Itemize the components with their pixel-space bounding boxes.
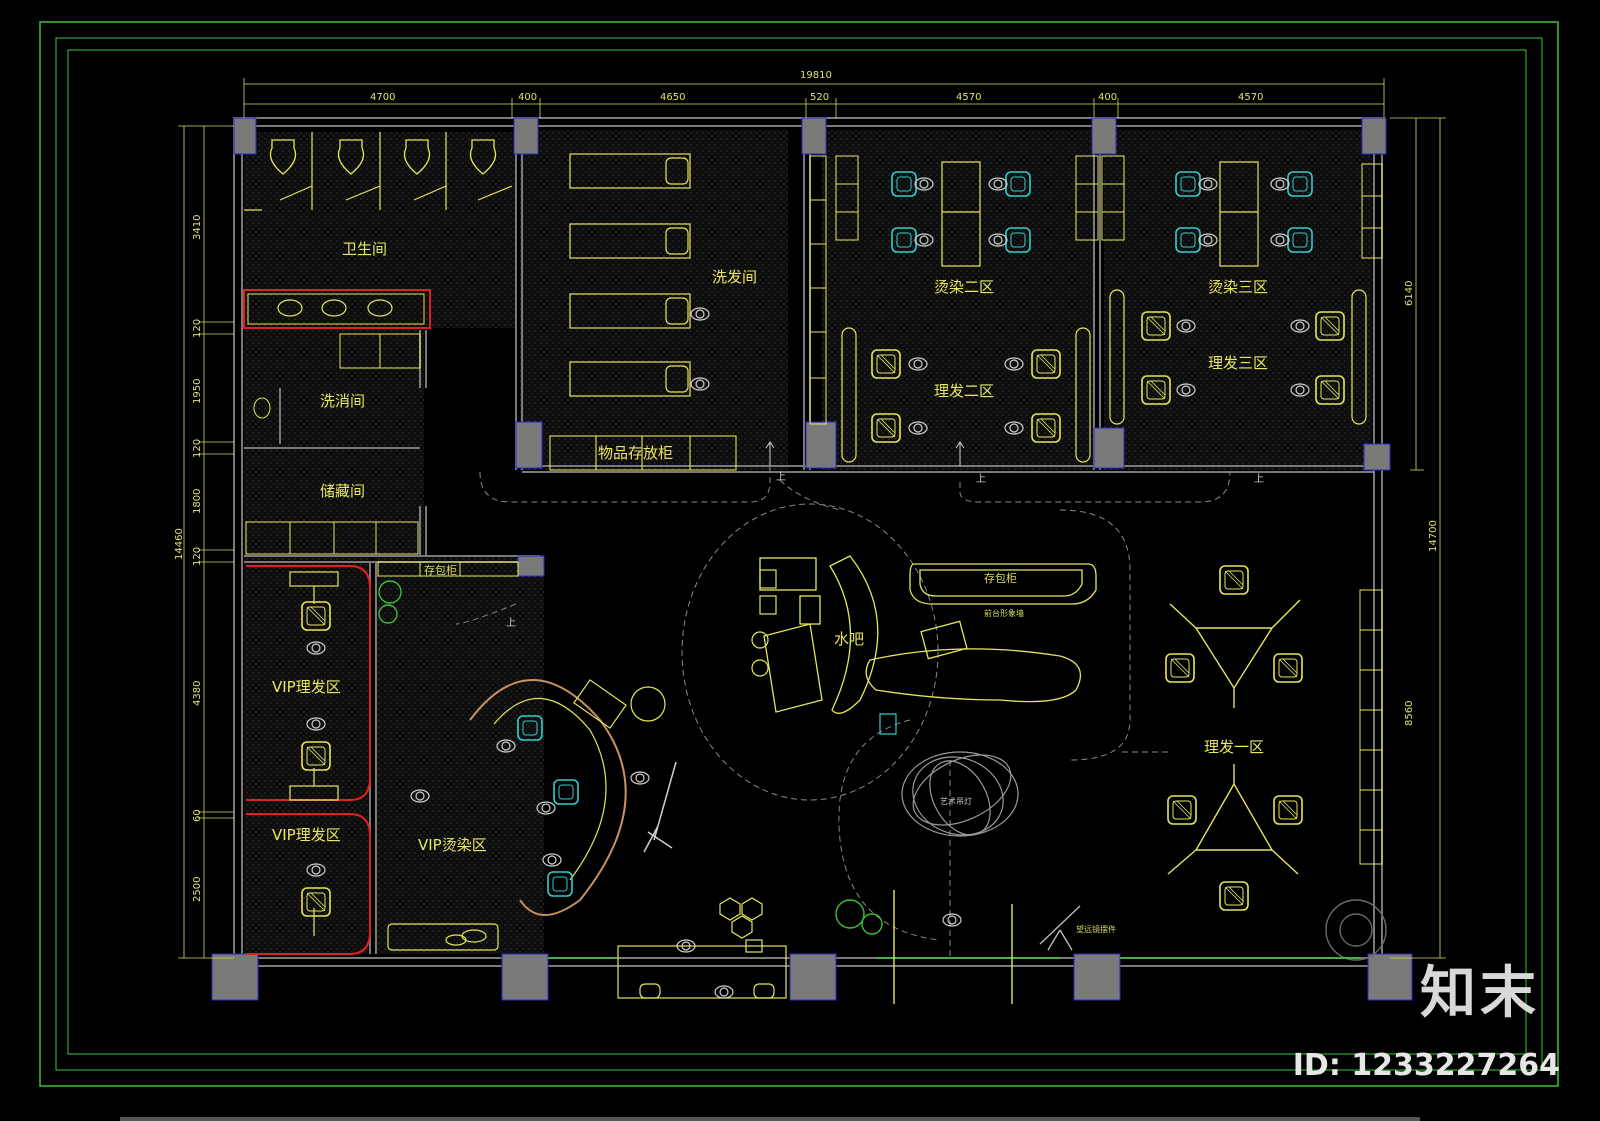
dim-left-4: 120 xyxy=(192,439,203,458)
dim-left-3: 1950 xyxy=(192,379,203,404)
dim-right-total: 14700 xyxy=(1428,520,1439,552)
haircut1-station-a xyxy=(1169,599,1301,708)
corridor-floor xyxy=(244,328,424,556)
label-storage: 储藏间 xyxy=(320,482,365,500)
dim-left-5: 1800 xyxy=(192,489,203,514)
telescope-ornament xyxy=(1039,905,1081,951)
dim-top-6: 400 xyxy=(1098,92,1117,103)
label-water-bar: 水吧 xyxy=(834,630,864,648)
circulation-paths xyxy=(455,442,1231,960)
entrance-door-frames xyxy=(893,890,1013,1004)
brand-watermark: 知末 xyxy=(1420,961,1540,1026)
plant-vip xyxy=(378,580,402,624)
plant-entrance xyxy=(835,899,883,935)
dim-right-lower: 8560 xyxy=(1404,701,1415,726)
plant-corner xyxy=(1325,899,1387,961)
zone3-shelves xyxy=(1075,155,1383,259)
wash-beds xyxy=(569,153,691,397)
dim-left-1: 3410 xyxy=(192,215,203,240)
vip-stations xyxy=(289,571,339,936)
bag-cabinet-counter xyxy=(909,563,1097,605)
label-vip-haircut-1: VIP理发区 xyxy=(272,678,341,696)
structural-columns xyxy=(211,117,1413,1001)
haircut1-station-b xyxy=(1167,764,1299,875)
dim-left-7: 4380 xyxy=(192,681,203,706)
dim-top-2: 400 xyxy=(518,92,537,103)
dim-left-total: 14460 xyxy=(174,528,185,560)
floor-lamp xyxy=(643,761,677,853)
disinfection-cabinets xyxy=(253,333,421,419)
dim-right-top: 6140 xyxy=(1404,281,1415,306)
label-art-chandelier: 艺术吊灯 xyxy=(940,796,972,806)
up-label-4: 上 xyxy=(506,617,516,629)
round-table-vip xyxy=(630,686,666,722)
dim-top-3: 4650 xyxy=(660,92,685,103)
outer-frame xyxy=(39,21,1559,1087)
label-bag-cabinet-small: 存包柜 xyxy=(424,563,457,577)
dimension-lines xyxy=(178,78,1446,959)
up-label-3: 上 xyxy=(1254,473,1264,485)
vip-dye-counter xyxy=(469,679,627,916)
plan-frame xyxy=(67,49,1527,1055)
item-storage-cabinet xyxy=(549,435,737,471)
dim-left-8: 60 xyxy=(192,809,203,822)
label-perm-dye-2: 烫染二区 xyxy=(934,278,994,296)
washbasin-counter xyxy=(243,289,431,329)
up-arrows xyxy=(765,441,965,466)
haircut1-right-shelf xyxy=(1359,589,1383,865)
zone2-dye-table xyxy=(941,161,981,267)
label-front-desk-wall: 前台形象墙 xyxy=(984,608,1024,618)
label-landscape-ornament: 望远镜摆件 xyxy=(1076,924,1116,934)
toilets xyxy=(269,139,497,175)
label-haircut-1: 理发一区 xyxy=(1204,738,1264,756)
inner-frame xyxy=(55,37,1543,1071)
label-item-cabinet: 物品存放柜 xyxy=(598,444,673,462)
zone3-dye-table xyxy=(1219,161,1259,267)
dim-top-1: 4700 xyxy=(370,92,395,103)
up-label-2: 上 xyxy=(976,473,986,485)
bottom-bar xyxy=(120,1117,1420,1121)
storage-shelves xyxy=(245,521,419,555)
zone3-mirror-stations xyxy=(1109,289,1367,425)
reception-desk xyxy=(865,620,1081,703)
vip-dye-floor xyxy=(374,556,544,954)
entrance-bench xyxy=(617,897,787,999)
label-haircut-2: 理发二区 xyxy=(934,382,994,400)
dim-top-5: 4570 xyxy=(956,92,981,103)
dim-top-4: 520 xyxy=(810,92,829,103)
label-haircut-3: 理发三区 xyxy=(1208,354,1268,372)
bag-cabinet-small-shelf xyxy=(377,561,519,577)
zone2-shelves xyxy=(809,155,859,425)
dim-top-7: 4570 xyxy=(1238,92,1263,103)
label-bag-cabinet: 存包柜 xyxy=(984,571,1017,585)
label-wash-hair: 洗发间 xyxy=(712,268,757,286)
label-perm-dye-3: 烫染三区 xyxy=(1208,278,1268,296)
dim-left-2: 120 xyxy=(192,319,203,338)
image-id-watermark: ID: 1233227264 xyxy=(1292,1048,1560,1083)
dim-left-9: 2500 xyxy=(192,877,203,902)
label-vip-perm-dye: VIP烫染区 xyxy=(418,836,487,854)
vip-room-outlines xyxy=(246,565,371,955)
up-label-1: 上 xyxy=(776,471,786,483)
dim-left-6: 120 xyxy=(192,547,203,566)
art-chandelier xyxy=(901,751,1019,837)
label-vip-haircut-2: VIP理发区 xyxy=(272,826,341,844)
water-bar-stools xyxy=(751,569,777,677)
vip-sofa xyxy=(387,923,499,951)
toilet-stalls xyxy=(244,132,513,211)
label-toilet: 卫生间 xyxy=(342,240,387,258)
zone2-mirror-stations xyxy=(841,327,1091,463)
dim-total-width: 19810 xyxy=(800,70,832,81)
label-disinfection: 洗消间 xyxy=(320,392,365,410)
water-bar-sink xyxy=(879,713,897,735)
wash-floor xyxy=(520,130,788,470)
zone3-floor xyxy=(1104,130,1372,470)
